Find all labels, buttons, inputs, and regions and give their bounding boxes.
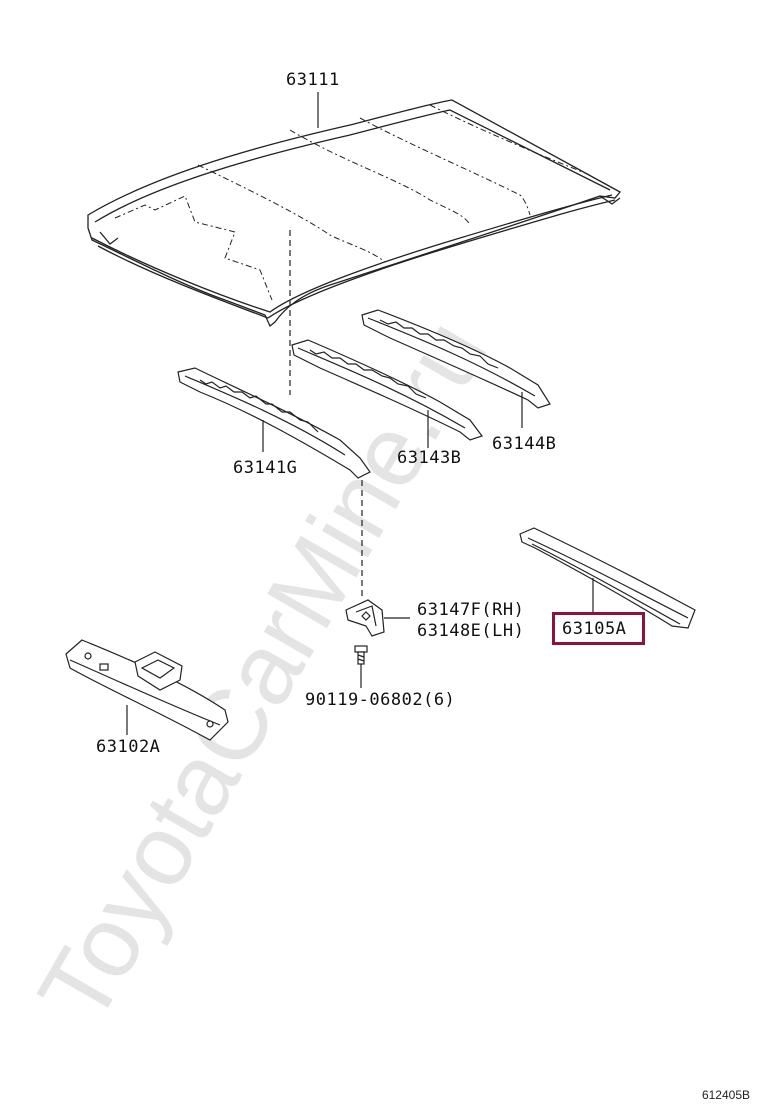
diagram-id: 612405B [701,1088,750,1102]
part-label-63144b[interactable]: 63144B [492,434,557,454]
part-label-63111[interactable]: 63111 [286,70,340,90]
part-label-90119[interactable]: 90119-06802(6) [305,690,456,710]
highlight-box [552,612,645,645]
part-label-63141g[interactable]: 63141G [233,458,298,478]
bracket-drawing [345,599,385,637]
part-label-63105a[interactable]: 63105A [562,619,627,639]
rear-rail-drawing [519,527,696,629]
part-label-63143b[interactable]: 63143B [397,448,462,468]
roof-bow-front-drawing [177,367,371,479]
roof-bow-middle-drawing [291,339,483,441]
roof-panel-seams [114,104,591,301]
part-label-63102a[interactable]: 63102A [96,737,161,757]
part-label-63147f[interactable]: 63147F(RH) [417,600,525,620]
part-label-63148e[interactable]: 63148E(LH) [417,621,525,641]
roof-bow-rear-drawing [361,309,551,409]
bolt-drawing [354,645,368,665]
front-rail-drawing [65,639,229,741]
roof-panel-drawing [87,99,622,328]
